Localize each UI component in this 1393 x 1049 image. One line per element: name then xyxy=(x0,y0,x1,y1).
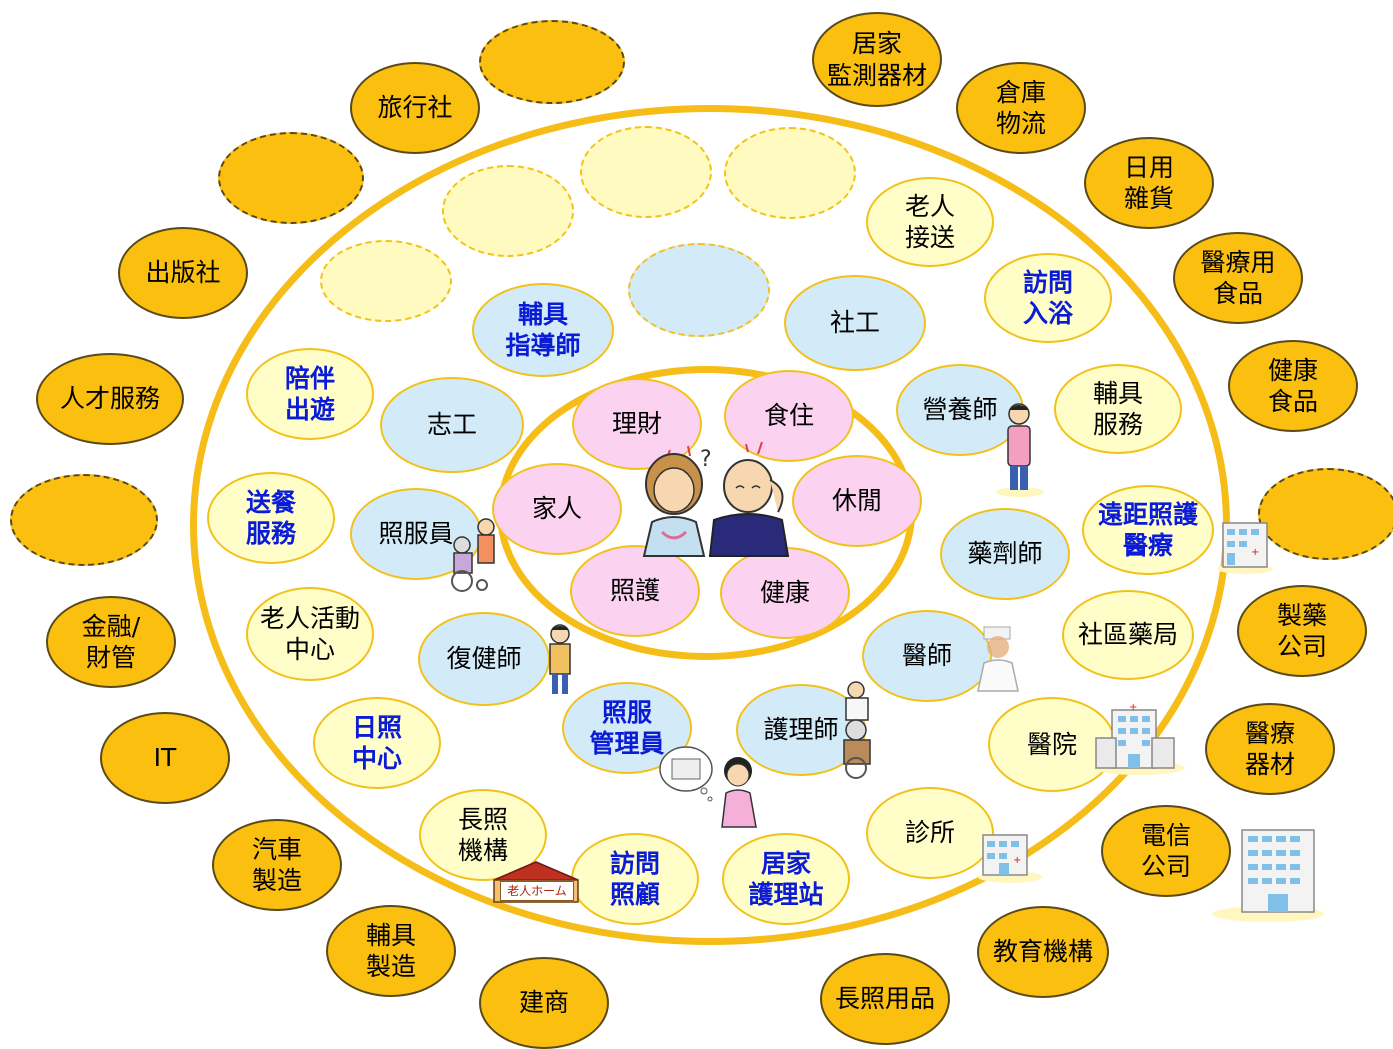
outer-node-home-monitoring: 居家 監測器材 xyxy=(812,12,942,107)
inner-node-doctor: 醫師 xyxy=(862,610,992,702)
outer-node-health-food: 健康 食品 xyxy=(1228,340,1358,432)
middle-node-telecare: 遠距照護 醫療 xyxy=(1082,485,1214,575)
inner-node-care-manager: 照服 管理員 xyxy=(562,682,692,774)
outer-node-builder: 建商 xyxy=(479,957,609,1049)
core-node-family: 家人 xyxy=(492,463,622,555)
outer-node-auto-manufacturing: 汽車 製造 xyxy=(212,819,342,911)
middle-node-day-care-center: 日照 中心 xyxy=(313,697,441,789)
care-manager-girl-icon xyxy=(659,746,757,828)
middle-node-visiting-bath: 訪問 入浴 xyxy=(984,253,1112,343)
middle-node-meal-delivery: 送餐 服務 xyxy=(207,472,335,564)
outer-node-publisher: 出版社 xyxy=(118,227,248,319)
middle-node-clinic: 診所 xyxy=(866,787,994,879)
middle-node-empty xyxy=(320,240,452,322)
elderly-couple-icon: ? xyxy=(642,441,790,557)
outer-node-talent-services: 人才服務 xyxy=(36,353,184,445)
middle-node-companion-outing: 陪伴 出遊 xyxy=(246,348,374,440)
outer-node-medical-equipment: 醫療 器材 xyxy=(1205,703,1335,795)
outer-node-medical-food: 醫療用 食品 xyxy=(1173,232,1303,324)
middle-node-empty xyxy=(724,127,856,219)
outer-node-it: IT xyxy=(100,712,230,804)
outer-node-care-supplies: 長照用品 xyxy=(820,953,950,1045)
outer-node-travel-agency: 旅行社 xyxy=(350,62,480,154)
office-building-icon xyxy=(1212,829,1324,922)
outer-node-empty xyxy=(479,20,625,104)
inner-node-empty xyxy=(628,243,770,337)
nurse-wheelchair-icon xyxy=(843,681,871,779)
core-node-care: 照護 xyxy=(570,545,700,637)
middle-node-home-care-visit: 訪問 照顧 xyxy=(571,833,699,925)
outer-node-telecom: 電信 公司 xyxy=(1101,805,1231,897)
outer-node-education: 教育機構 xyxy=(977,906,1109,998)
outer-node-empty xyxy=(1258,468,1393,560)
svg-text:?: ? xyxy=(700,447,712,472)
outer-node-finance: 金融/ 財管 xyxy=(46,596,176,688)
middle-node-empty xyxy=(442,165,574,257)
inner-node-pharmacist: 藥劑師 xyxy=(940,508,1070,600)
core-node-leisure: 休閒 xyxy=(792,455,922,547)
middle-node-home-nursing-station: 居家 護理站 xyxy=(722,833,850,925)
outer-node-logistics: 倉庫 物流 xyxy=(956,62,1086,154)
nursing-home-icon: 老人ホーム xyxy=(488,860,584,906)
core-node-health: 健康 xyxy=(720,547,850,639)
outer-node-daily-goods: 日用 雜貨 xyxy=(1084,137,1214,229)
svg-text:+: + xyxy=(1129,702,1137,713)
doctor-icon xyxy=(977,626,1019,692)
middle-node-empty xyxy=(580,126,712,218)
inner-node-social-worker: 社工 xyxy=(784,275,926,371)
caregiver-wheelchair-icon xyxy=(451,518,495,592)
hospital-large-icon: + xyxy=(1093,702,1185,775)
inner-node-nutritionist: 營養師 xyxy=(896,364,1024,456)
clinic-icon: + xyxy=(978,834,1042,883)
outer-node-pharma-company: 製藥 公司 xyxy=(1237,585,1367,677)
physiotherapist-icon xyxy=(549,624,571,694)
middle-node-community-pharmacy: 社區藥局 xyxy=(1062,590,1194,680)
middle-node-aid-services: 輔具 服務 xyxy=(1054,364,1182,454)
middle-node-elder-transport: 老人 接送 xyxy=(866,177,994,267)
nursing-home-sign: 老人ホーム xyxy=(500,881,574,901)
inner-node-volunteer: 志工 xyxy=(380,377,524,473)
inner-node-assistive-device-instructor: 輔具 指導師 xyxy=(472,283,614,377)
middle-node-senior-activity-center: 老人活動 中心 xyxy=(246,587,374,681)
nutritionist-icon xyxy=(996,403,1044,497)
svg-text:+: + xyxy=(1251,547,1259,558)
svg-text:+: + xyxy=(1013,855,1021,866)
outer-node-empty xyxy=(10,474,158,566)
outer-node-aid-manufacturing: 輔具 製造 xyxy=(326,905,456,997)
hospital-building-icon: + xyxy=(1217,522,1273,574)
inner-node-physiotherapist: 復健師 xyxy=(418,612,550,706)
outer-node-empty xyxy=(218,132,364,224)
